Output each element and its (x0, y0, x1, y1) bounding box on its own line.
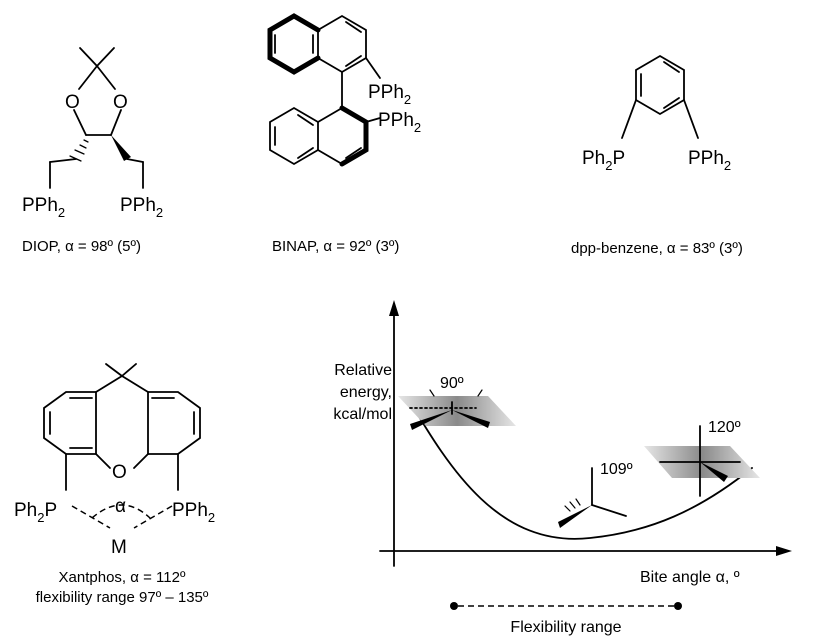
tetrahedral-109 (558, 467, 627, 528)
xantphos-caption-line1: Xantphos, α = 112º (59, 569, 186, 586)
ylabel-line-2: energy, (340, 384, 392, 401)
binap-pph2-upper: PPh2 (368, 82, 411, 107)
ylabel-line-1: Relative (334, 362, 392, 379)
dppbenzene-caption: dpp-benzene, α = 83º (3º) (571, 240, 743, 257)
diop-solid-wedge (111, 135, 131, 161)
diop-oxygen-right: O (113, 92, 128, 113)
flexibility-range-marker (450, 602, 682, 610)
binap-caption: BINAP, α = 92º (3º) (272, 238, 399, 255)
xantphos-oxygen: O (112, 462, 127, 483)
ylabel-line-3: kcal/mol (333, 406, 392, 423)
xantphos-caption-line2: flexibility range 97º – 135º (36, 589, 209, 606)
angle-label-120: 120º (708, 419, 741, 436)
diop-pph2-right: PPh2 (120, 195, 163, 220)
diop-caption: DIOP, α = 98º (5º) (22, 238, 141, 255)
diop-pph2-left: PPh2 (22, 195, 65, 220)
energy-curve (407, 397, 753, 540)
flexibility-range-label: Flexibility range (510, 619, 621, 636)
dppbenzene-pph2: PPh2 (688, 148, 731, 173)
binap-structure: PPh2 PPh2 (267, 13, 421, 167)
angle-label-90: 90º (440, 375, 464, 392)
y-axis-arrowhead (389, 300, 399, 316)
xantphos-pph2: PPh2 (172, 500, 215, 525)
dppbenzene-ph2p: Ph2P (582, 148, 625, 173)
xantphos-ph2p: Ph2P (14, 500, 57, 525)
plane-120 (644, 425, 760, 497)
xantphos-alpha: α (115, 496, 126, 517)
xantphos-metal: M (111, 537, 127, 558)
diop-oxygen-left: O (65, 92, 80, 113)
diop-hashed-wedge (69, 139, 89, 162)
energy-graph (379, 300, 792, 567)
diop-structure: O O PPh2 PPh2 (22, 47, 163, 220)
xantphos-structure: O α M Ph2P PPh2 (14, 363, 215, 558)
xlabel: Bite angle α, º (640, 569, 740, 586)
binap-pph2-lower: PPh2 (378, 110, 421, 135)
dppbenzene-structure: Ph2P PPh2 (582, 54, 731, 173)
plane-90 (398, 396, 516, 430)
angle-label-109: 109º (600, 461, 633, 478)
x-axis-arrowhead (776, 546, 792, 556)
